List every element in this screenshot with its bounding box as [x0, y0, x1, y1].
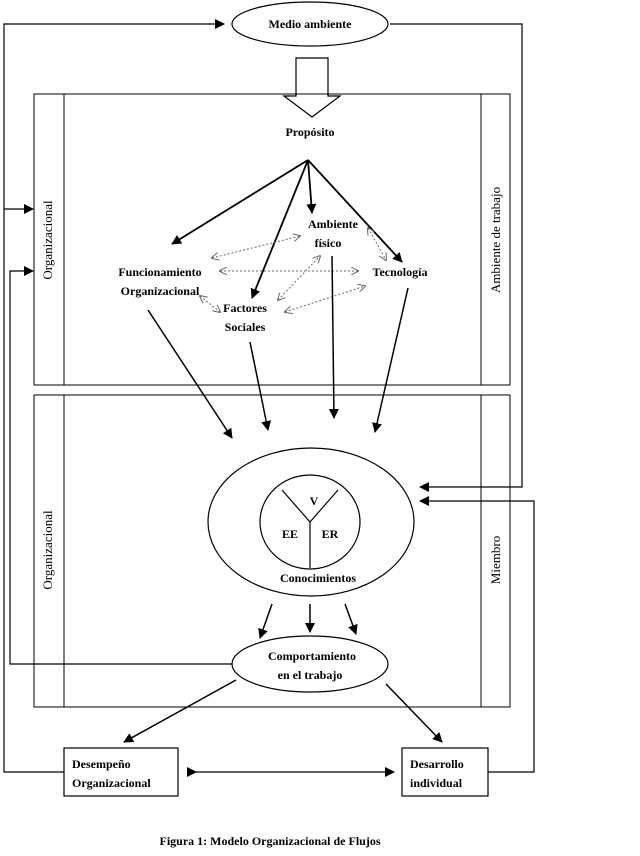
conocimientos-label: Conocimientos — [280, 571, 356, 585]
desempeno-label-2: Organizacional — [72, 776, 151, 790]
side-label-bottom-left: Organizacional — [40, 510, 55, 590]
figure-caption: Figura 1: Modelo Organizacional de Flujo… — [160, 834, 381, 848]
medio-ambiente-label: Medio ambiente — [269, 17, 353, 31]
v-label: V — [310, 494, 319, 508]
desarrollo-label-2: individual — [410, 776, 463, 790]
side-label-bottom-right: Miembro — [488, 536, 503, 584]
medio-ambiente-node — [231, 1, 389, 47]
funcionamiento-label-1: Funcionamiento — [118, 265, 201, 279]
factores-label-2: Sociales — [225, 320, 266, 334]
lower-panel — [33, 394, 511, 708]
desarrollo-box — [401, 747, 489, 797]
proposito-label: Propósito — [285, 125, 334, 139]
side-label-top-left: Organizacional — [40, 200, 55, 280]
er-label: ER — [322, 527, 339, 541]
comportamiento-label-1: Comportamiento — [268, 649, 356, 663]
comportamiento-label-2: en el trabajo — [278, 668, 343, 682]
ee-label: EE — [282, 527, 298, 541]
desarrollo-label-1: Desarrollo — [410, 757, 464, 771]
ambiente-fisico-label-2: físico — [315, 236, 342, 250]
desempeno-label-1: Desempeño — [72, 757, 131, 771]
side-label-top-right: Ambiente de trabajo — [488, 187, 503, 293]
comportamiento-node — [231, 635, 389, 693]
tecnologia-label: Tecnología — [373, 265, 428, 279]
hollow-down-arrow — [282, 57, 342, 118]
funcionamiento-label-2: Organizacional — [121, 284, 200, 298]
ambiente-fisico-label-1: Ambiente — [308, 217, 359, 231]
upper-panel — [33, 93, 511, 386]
factores-label-1: Factores — [223, 301, 267, 315]
